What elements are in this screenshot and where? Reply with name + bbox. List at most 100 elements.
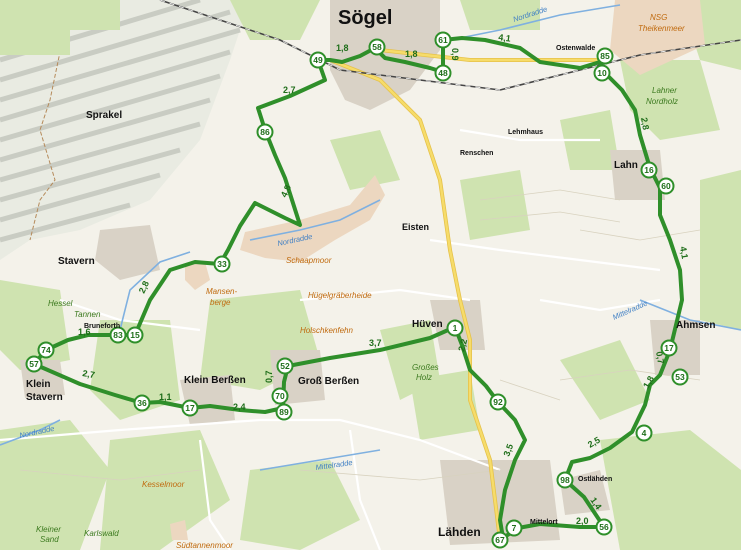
route-node-number: 60 — [661, 181, 671, 191]
distance-label: 2,2 — [456, 338, 469, 353]
route-node-number: 92 — [493, 397, 503, 407]
route-node-number: 57 — [29, 359, 39, 369]
town-label-ahmsen: Ahmsen — [676, 320, 715, 331]
route-node-number: 7 — [512, 523, 517, 533]
distance-label: 2,4 — [233, 402, 246, 412]
route-node-15[interactable]: 15 — [126, 326, 144, 344]
distance-label: 1,8 — [405, 49, 418, 59]
poi-label-suedtannenmoor: Südtannenmoor — [176, 541, 233, 550]
route-node-circle[interactable] — [446, 319, 464, 337]
route-node-circle[interactable] — [640, 161, 658, 179]
route-node-60[interactable]: 60 — [657, 177, 675, 195]
area-label-hessel: Hessel — [48, 299, 73, 308]
route-node-56[interactable]: 56 — [595, 518, 613, 536]
route-node-number: 67 — [495, 535, 505, 545]
route-node-7[interactable]: 7 — [505, 519, 523, 537]
distance-label: 4,8 — [279, 183, 293, 199]
route-node-circle[interactable] — [635, 424, 653, 442]
route-node-circle[interactable] — [556, 471, 574, 489]
poi-label-mansenberge-2: berge — [210, 298, 231, 307]
town-label-ostenwalde: Ostenwalde — [556, 45, 595, 52]
distance-label: 0,9 — [450, 48, 460, 61]
route-node-4[interactable]: 4 — [635, 424, 653, 442]
route-node-1[interactable]: 1 — [446, 319, 464, 337]
route-node-circle[interactable] — [256, 123, 274, 141]
route-node-53[interactable]: 53 — [671, 368, 689, 386]
route-node-circle[interactable] — [109, 326, 127, 344]
town-label-laehden: Lähden — [438, 525, 481, 539]
route-node-number: 61 — [438, 35, 448, 45]
route-node-57[interactable]: 57 — [25, 355, 43, 373]
route-node-83[interactable]: 83 — [109, 326, 127, 344]
route-node-circle[interactable] — [133, 394, 151, 412]
town-label-eisten: Eisten — [402, 222, 429, 232]
town-label-lahn: Lahn — [614, 160, 638, 171]
route-node-74[interactable]: 74 — [37, 341, 55, 359]
route-node-number: 89 — [279, 407, 289, 417]
town-label-gross-berssen: Groß Berßen — [298, 376, 359, 387]
route-node-circle[interactable] — [593, 64, 611, 82]
poi-label-schaapmoor: Schaapmoor — [286, 256, 332, 265]
route-node-circle[interactable] — [491, 531, 509, 549]
route-node-92[interactable]: 92 — [489, 393, 507, 411]
route-node-circle[interactable] — [505, 519, 523, 537]
route-node-number: 52 — [280, 361, 290, 371]
route-node-49[interactable]: 49 — [309, 51, 327, 69]
distance-label: 3,5 — [501, 443, 515, 458]
route-node-circle[interactable] — [213, 255, 231, 273]
route-node-number: 4 — [642, 428, 647, 438]
route-node-circle[interactable] — [37, 341, 55, 359]
route-node-17[interactable]: 17 — [660, 339, 678, 357]
route-node-circle[interactable] — [489, 393, 507, 411]
area-label-kleiner-1: Kleiner — [36, 525, 61, 534]
route-node-circle[interactable] — [671, 368, 689, 386]
route-node-number: 85 — [600, 51, 610, 61]
town-label-klein-stavern-2: Stavern — [26, 392, 63, 403]
route-node-58[interactable]: 58 — [368, 38, 386, 56]
town-label-ostlaehden: Ostlähden — [578, 476, 612, 483]
distance-label: 4,1 — [678, 246, 690, 260]
route-node-number: 53 — [675, 372, 685, 382]
route-node-circle[interactable] — [595, 518, 613, 536]
route-node-86[interactable]: 86 — [256, 123, 274, 141]
route-node-16[interactable]: 16 — [640, 161, 658, 179]
route-node-10[interactable]: 10 — [593, 64, 611, 82]
route-node-circle[interactable] — [434, 64, 452, 82]
distance-label: 3,7 — [369, 338, 382, 348]
route-node-circle[interactable] — [126, 326, 144, 344]
route-node-52[interactable]: 52 — [276, 357, 294, 375]
route-node-48[interactable]: 48 — [434, 64, 452, 82]
route-node-circle[interactable] — [657, 177, 675, 195]
distance-label: 4,1 — [498, 32, 512, 44]
sprakel-heath-area — [0, 0, 250, 260]
route-node-circle[interactable] — [181, 399, 199, 417]
route-node-circle[interactable] — [309, 51, 327, 69]
route-node-17[interactable]: 17 — [181, 399, 199, 417]
distance-label: 2,7 — [82, 368, 96, 380]
route-node-circle[interactable] — [368, 38, 386, 56]
area-label-lahner-1: Lahner — [652, 86, 677, 95]
town-label-klein-stavern-1: Klein — [26, 379, 50, 390]
route-node-circle[interactable] — [434, 31, 452, 49]
route-node-number: 17 — [664, 343, 674, 353]
area-label-grosses-1: Großes — [412, 363, 439, 372]
town-label-hueven: Hüven — [412, 319, 443, 330]
route-node-61[interactable]: 61 — [434, 31, 452, 49]
route-node-circle[interactable] — [276, 357, 294, 375]
route-node-85[interactable]: 85 — [596, 47, 614, 65]
route-node-67[interactable]: 67 — [491, 531, 509, 549]
route-node-33[interactable]: 33 — [213, 255, 231, 273]
route-node-circle[interactable] — [275, 403, 293, 421]
route-node-circle[interactable] — [25, 355, 43, 373]
route-node-circle[interactable] — [271, 387, 289, 405]
poi-label-kesselmoor: Kesselmoor — [142, 480, 185, 489]
route-node-89[interactable]: 89 — [275, 403, 293, 421]
route-node-circle[interactable] — [596, 47, 614, 65]
route-node-circle[interactable] — [660, 339, 678, 357]
distance-label: 2,8 — [137, 279, 151, 295]
distance-label: 1,1 — [159, 392, 172, 402]
area-label-kleiner-2: Sand — [40, 535, 59, 544]
route-node-98[interactable]: 98 — [556, 471, 574, 489]
route-node-36[interactable]: 36 — [133, 394, 151, 412]
route-node-70[interactable]: 70 — [271, 387, 289, 405]
